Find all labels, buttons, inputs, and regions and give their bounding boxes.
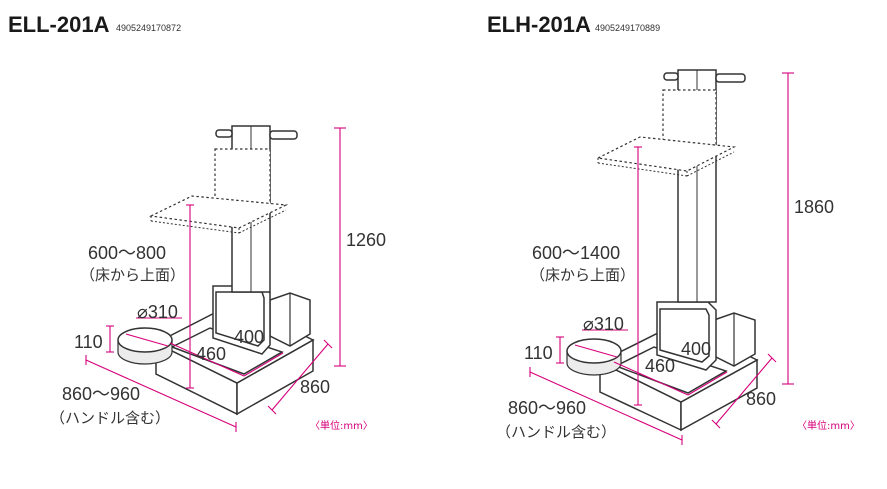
- left-unit-label: 〈単位:mm〉: [310, 419, 373, 432]
- right-table-height-label: 600〜1400: [532, 243, 620, 263]
- left-caster-height-label: 110: [74, 332, 103, 352]
- right-inner-width-label: 460: [645, 356, 675, 376]
- left-motor-box: [269, 292, 311, 347]
- right-dimension-lines: [529, 72, 794, 445]
- left-column-guard: [212, 285, 271, 355]
- right-base-width-note: （ハンドル含む）: [496, 423, 616, 441]
- right-height-label: 1860: [794, 197, 834, 217]
- left-table-height-note: （床から上面）: [80, 266, 185, 284]
- right-jan-code: 4905249170889: [595, 23, 660, 33]
- right-motor-box: [713, 312, 756, 367]
- left-tabletop: [148, 195, 289, 234]
- right-caster-height-label: 110: [524, 343, 553, 363]
- left-jan-code: 4905249170872: [116, 23, 181, 33]
- left-product: ELL-201A 4905249170872: [8, 12, 386, 432]
- right-inner-depth-label: 400: [681, 339, 711, 359]
- right-caster-diameter-label: ⌀310: [583, 314, 624, 334]
- right-model-name: ELH-201A: [487, 12, 591, 37]
- left-caster-diameter-label: ⌀310: [137, 302, 178, 322]
- left-base-width-label: 860〜960: [62, 384, 140, 404]
- right-dashed-upper-position: [662, 89, 717, 146]
- left-model-name: ELL-201A: [8, 12, 110, 37]
- right-unit-label: 〈単位:mm〉: [797, 419, 860, 432]
- left-height-label: 1260: [346, 230, 386, 250]
- left-caster: [117, 327, 173, 365]
- right-base-width-label: 860〜960: [508, 398, 586, 418]
- right-table-height-note: （床から上面）: [530, 266, 635, 284]
- left-depth-label: 860: [300, 377, 330, 397]
- left-dashed-upper-position: [214, 148, 271, 206]
- right-handle: [663, 72, 746, 83]
- left-table-height-label: 600〜800: [88, 243, 166, 263]
- right-tabletop: [596, 136, 737, 177]
- left-dimension-lines: [85, 127, 346, 432]
- left-base-width-note: （ハンドル含む）: [50, 409, 170, 427]
- left-inner-width-label: 460: [196, 344, 226, 364]
- right-depth-label: 860: [746, 389, 776, 409]
- left-inner-depth-label: 400: [234, 327, 264, 347]
- left-handle: [215, 129, 298, 140]
- right-caster: [566, 338, 622, 376]
- right-column-guard: [656, 301, 717, 371]
- right-product: ELH-201A 4905249170889: [487, 12, 860, 445]
